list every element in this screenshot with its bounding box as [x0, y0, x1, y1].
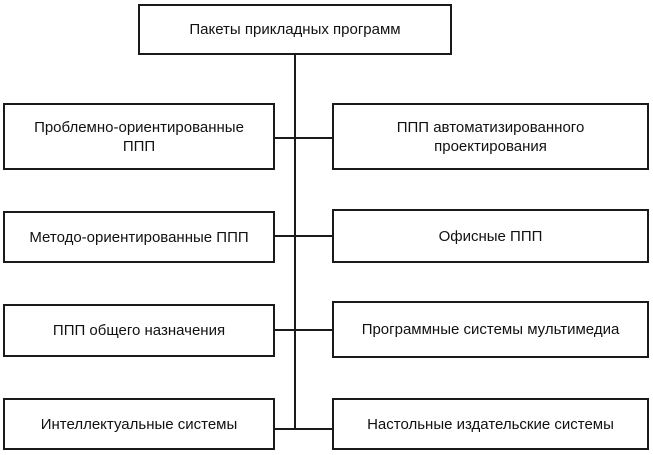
left-node-2: Методо-ориентированные ППП [3, 211, 275, 263]
right-node-3-label: Программные системы мультимедиа [361, 321, 620, 338]
connector-left-3 [274, 329, 295, 331]
connector-trunk [294, 55, 296, 430]
right-node-2-label: Офисные ППП [438, 227, 543, 245]
left-node-2-label: Методо-ориентированные ППП [29, 228, 249, 246]
left-node-3-label: ППП общего назначения [52, 322, 226, 339]
right-node-2: Офисные ППП [332, 209, 649, 263]
left-node-3: ППП общего назначения [3, 304, 275, 357]
right-node-4: Настольные издательские системы [332, 398, 649, 450]
root-node-label: Пакеты прикладных программ [189, 21, 401, 38]
connector-right-4 [295, 428, 333, 430]
right-node-3: Программные системы мультимедиа [332, 301, 649, 358]
connector-left-4 [274, 428, 295, 430]
left-node-4-label: Интеллектуальные системы [40, 415, 238, 433]
right-node-1-label: ППП автоматизированного проектирования [396, 118, 585, 155]
right-node-4-label: Настольные издательские системы [367, 415, 614, 433]
connector-left-1 [274, 137, 295, 139]
left-node-1: Проблемно-ориентированные ППП [3, 103, 275, 170]
left-node-1-label: Проблемно-ориентированные ППП [34, 118, 244, 155]
connector-right-1 [295, 137, 333, 139]
right-node-1: ППП автоматизированного проектирования [332, 103, 649, 170]
root-node: Пакеты прикладных программ [138, 4, 452, 55]
left-node-4: Интеллектуальные системы [3, 398, 275, 450]
connector-left-2 [274, 235, 295, 237]
connector-right-3 [295, 329, 333, 331]
connector-right-2 [295, 235, 333, 237]
